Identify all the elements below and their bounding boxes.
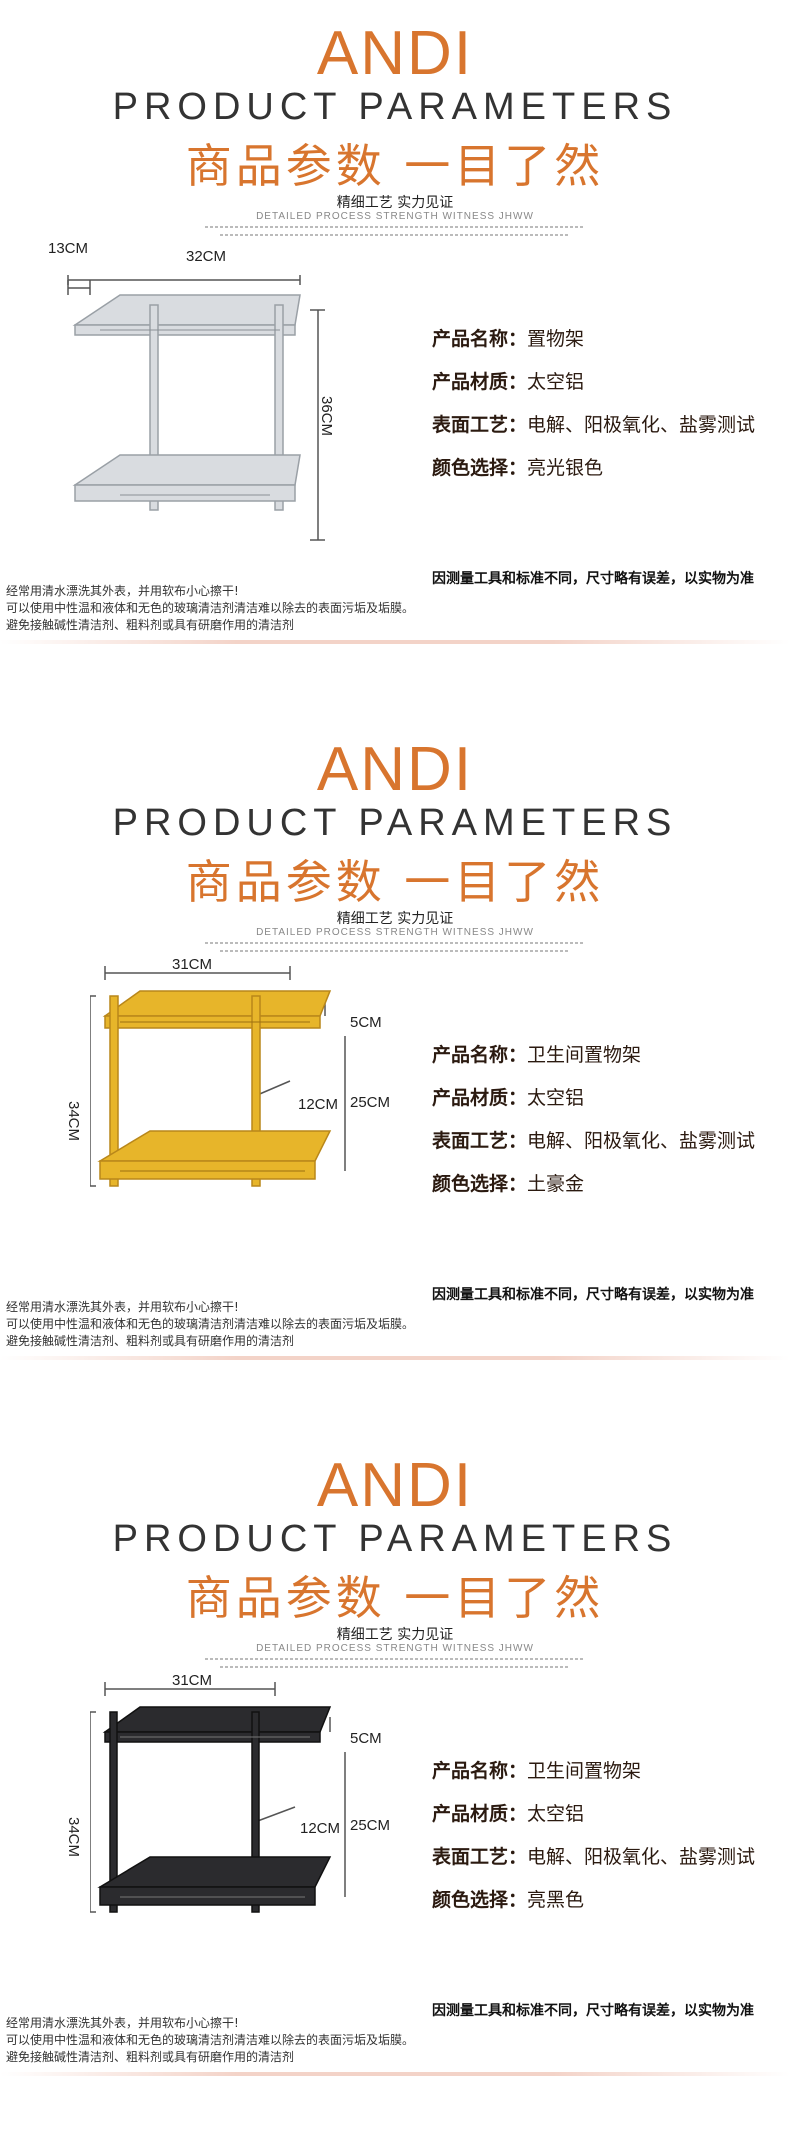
dimension-width: 31CM — [172, 956, 213, 973]
dimension-depth: 12CM — [300, 1820, 341, 1837]
subtitle-english: PRODUCT PARAMETERS — [112, 1518, 678, 1560]
care-instructions: 经常用清水漂洗其外表，并用软布小心擦干! 可以使用中性温和液体和无色的玻璃清洁剂… — [6, 1299, 414, 1350]
subtitle-english: PRODUCT PARAMETERS — [112, 86, 678, 128]
care-line: 经常用清水漂洗其外表，并用软布小心擦干! — [6, 1300, 239, 1314]
spec-color: 颜色选择：亮光银色 — [432, 457, 604, 479]
tagline-english: DETAILED PROCESS STRENGTH WITNESS JHWW — [256, 1643, 534, 1654]
subtitle-chinese: 商品参数 一目了然 — [185, 139, 605, 193]
care-line: 经常用清水漂洗其外表，并用软布小心擦干! — [6, 2016, 239, 2030]
product-section-gold: ANDI PRODUCT PARAMETERS 商品参数 一目了然 精细工艺 实… — [0, 716, 790, 1432]
dimension-height: 34CM — [65, 1817, 82, 1858]
care-instructions: 经常用清水漂洗其外表，并用软布小心擦干! 可以使用中性温和液体和无色的玻璃清洁剂… — [6, 2015, 414, 2066]
decorative-fine-text — [205, 226, 585, 228]
product-image-gold-rack — [90, 966, 346, 1187]
decorative-fine-text — [220, 234, 570, 236]
section-divider — [0, 640, 790, 644]
measurement-disclaimer: 因测量工具和标准不同，尺寸略有误差，以实物为准 — [432, 1287, 754, 1303]
dimension-width: 31CM — [172, 1672, 213, 1689]
care-line: 避免接触碱性清洁剂、粗料剂或具有研磨作用的清洁剂 — [6, 2050, 295, 2064]
subtitle-chinese: 商品参数 一目了然 — [185, 1571, 605, 1625]
dimension-gap: 25CM — [350, 1817, 391, 1834]
dimension-depth: 13CM — [48, 240, 89, 257]
care-instructions: 经常用清水漂洗其外表，并用软布小心擦干! 可以使用中性温和液体和无色的玻璃清洁剂… — [6, 583, 414, 634]
section-divider — [0, 1356, 790, 1360]
measurement-disclaimer: 因测量工具和标准不同，尺寸略有误差，以实物为准 — [432, 571, 754, 587]
tagline: 精细工艺 实力见证 — [336, 1627, 454, 1643]
subtitle-chinese: 商品参数 一目了然 — [185, 855, 605, 909]
spec-finish: 表面工艺：电解、阳极氧化、盐雾测试 — [432, 1130, 756, 1152]
brand-title: ANDI — [316, 735, 474, 804]
care-line: 可以使用中性温和液体和无色的玻璃清洁剂清洁难以除去的表面污垢及垢膜。 — [6, 1317, 415, 1331]
tagline: 精细工艺 实力见证 — [336, 911, 454, 927]
tagline-english: DETAILED PROCESS STRENGTH WITNESS JHWW — [256, 211, 534, 222]
spec-material: 产品材质：太空铝 — [432, 1803, 585, 1825]
dimension-height: 36CM — [318, 396, 335, 437]
spec-color: 颜色选择：土豪金 — [432, 1173, 585, 1195]
product-section-black: ANDI PRODUCT PARAMETERS 商品参数 一目了然 精细工艺 实… — [0, 1432, 790, 2148]
subtitle-english: PRODUCT PARAMETERS — [112, 802, 678, 844]
brand-title: ANDI — [316, 19, 474, 88]
decorative-fine-text — [220, 1666, 570, 1668]
spec-finish: 表面工艺：电解、阳极氧化、盐雾测试 — [432, 1846, 756, 1868]
spec-finish: 表面工艺：电解、阳极氧化、盐雾测试 — [432, 414, 756, 436]
dimension-shelf-height: 5CM — [350, 1730, 382, 1747]
spec-material: 产品材质：太空铝 — [432, 1087, 585, 1109]
spec-name: 产品名称：卫生间置物架 — [432, 1044, 642, 1066]
product-image-black-rack — [90, 1682, 346, 1913]
section-divider — [0, 2072, 790, 2076]
care-line: 避免接触碱性清洁剂、粗料剂或具有研磨作用的清洁剂 — [6, 1334, 295, 1348]
dimension-depth: 12CM — [298, 1096, 339, 1113]
measurement-disclaimer: 因测量工具和标准不同，尺寸略有误差，以实物为准 — [432, 2003, 754, 2019]
decorative-fine-text — [205, 1658, 585, 1660]
product-section-silver: ANDI PRODUCT PARAMETERS 商品参数 一目了然 精细工艺 实… — [0, 0, 790, 716]
decorative-fine-text — [205, 942, 585, 944]
care-line: 可以使用中性温和液体和无色的玻璃清洁剂清洁难以除去的表面污垢及垢膜。 — [6, 601, 415, 615]
care-line: 避免接触碱性清洁剂、粗料剂或具有研磨作用的清洁剂 — [6, 618, 295, 632]
tagline: 精细工艺 实力见证 — [336, 195, 454, 211]
dimension-gap: 25CM — [350, 1094, 391, 1111]
spec-color: 颜色选择：亮黑色 — [432, 1889, 585, 1911]
spec-name: 产品名称：卫生间置物架 — [432, 1760, 642, 1782]
dimension-width: 32CM — [186, 248, 227, 265]
care-line: 经常用清水漂洗其外表，并用软布小心擦干! — [6, 584, 239, 598]
spec-name: 产品名称：置物架 — [432, 328, 585, 350]
product-image-silver-rack — [67, 275, 325, 541]
care-line: 可以使用中性温和液体和无色的玻璃清洁剂清洁难以除去的表面污垢及垢膜。 — [6, 2033, 415, 2047]
brand-title: ANDI — [316, 1451, 474, 1520]
dimension-shelf-height: 5CM — [350, 1014, 382, 1031]
dimension-height: 34CM — [65, 1101, 82, 1142]
spec-material: 产品材质：太空铝 — [432, 371, 585, 393]
tagline-english: DETAILED PROCESS STRENGTH WITNESS JHWW — [256, 927, 534, 938]
decorative-fine-text — [220, 950, 570, 952]
